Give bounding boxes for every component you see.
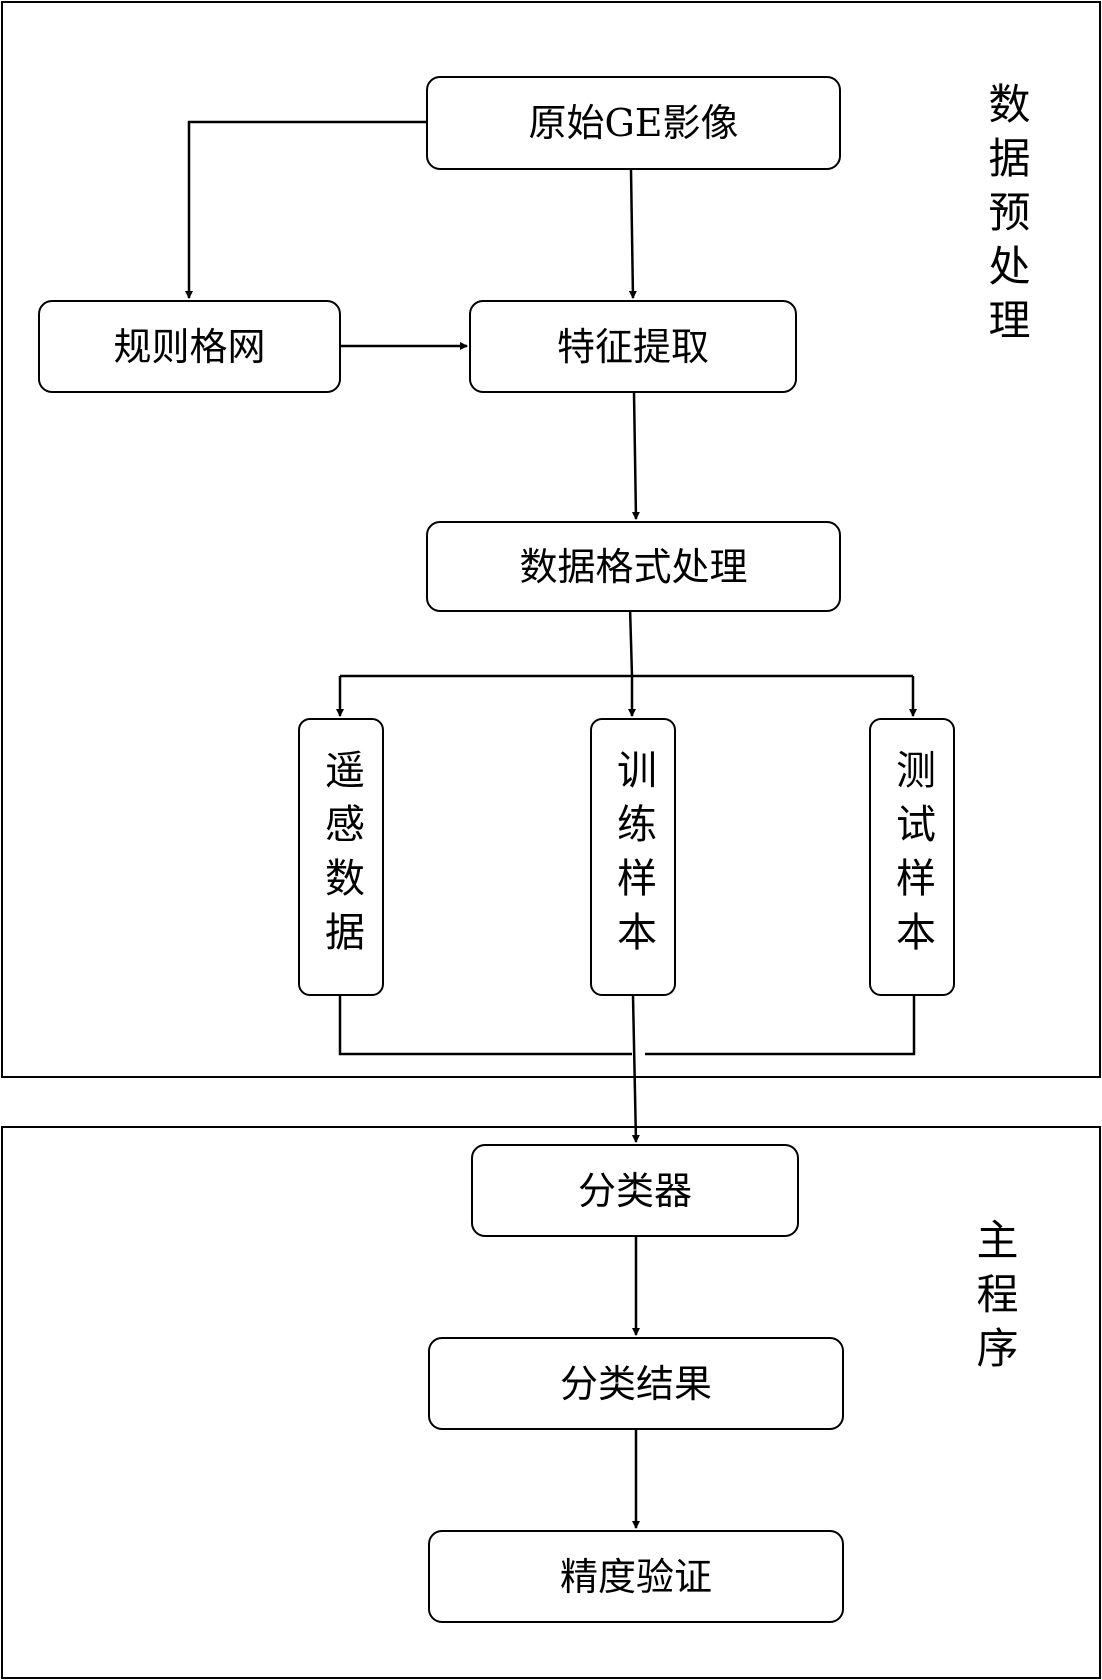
edge-merge-to-classifier <box>631 995 640 1143</box>
node-classification-result: 分类结果 <box>428 1337 844 1430</box>
node-training-samples: 训练样本 <box>590 718 676 996</box>
main-program-section-label: 主程序 <box>970 1218 1019 1380</box>
node-test-samples: 测试样本 <box>869 718 955 996</box>
node-feature-extraction: 特征提取 <box>469 300 797 393</box>
preprocess-section <box>1 1 1101 1078</box>
preprocess-section-label: 数据预处理 <box>982 82 1031 352</box>
node-data-format: 数据格式处理 <box>426 521 841 612</box>
edge-source-to-feature <box>628 169 637 299</box>
main-program-section <box>1 1126 1101 1679</box>
edge-source-to-grid <box>185 120 426 299</box>
node-remote-sensing-data: 遥感数据 <box>298 718 384 996</box>
node-accuracy-validation: 精度验证 <box>428 1530 844 1623</box>
edge-test-merge <box>645 996 916 1056</box>
node-regular-grid: 规则格网 <box>38 300 341 393</box>
node-source-image: 原始GE影像 <box>426 76 841 170</box>
node-classifier: 分类器 <box>471 1144 799 1237</box>
edge-remote-merge <box>338 996 632 1056</box>
edge-format-trunk <box>628 606 634 677</box>
edge-feature-to-format <box>631 392 640 520</box>
